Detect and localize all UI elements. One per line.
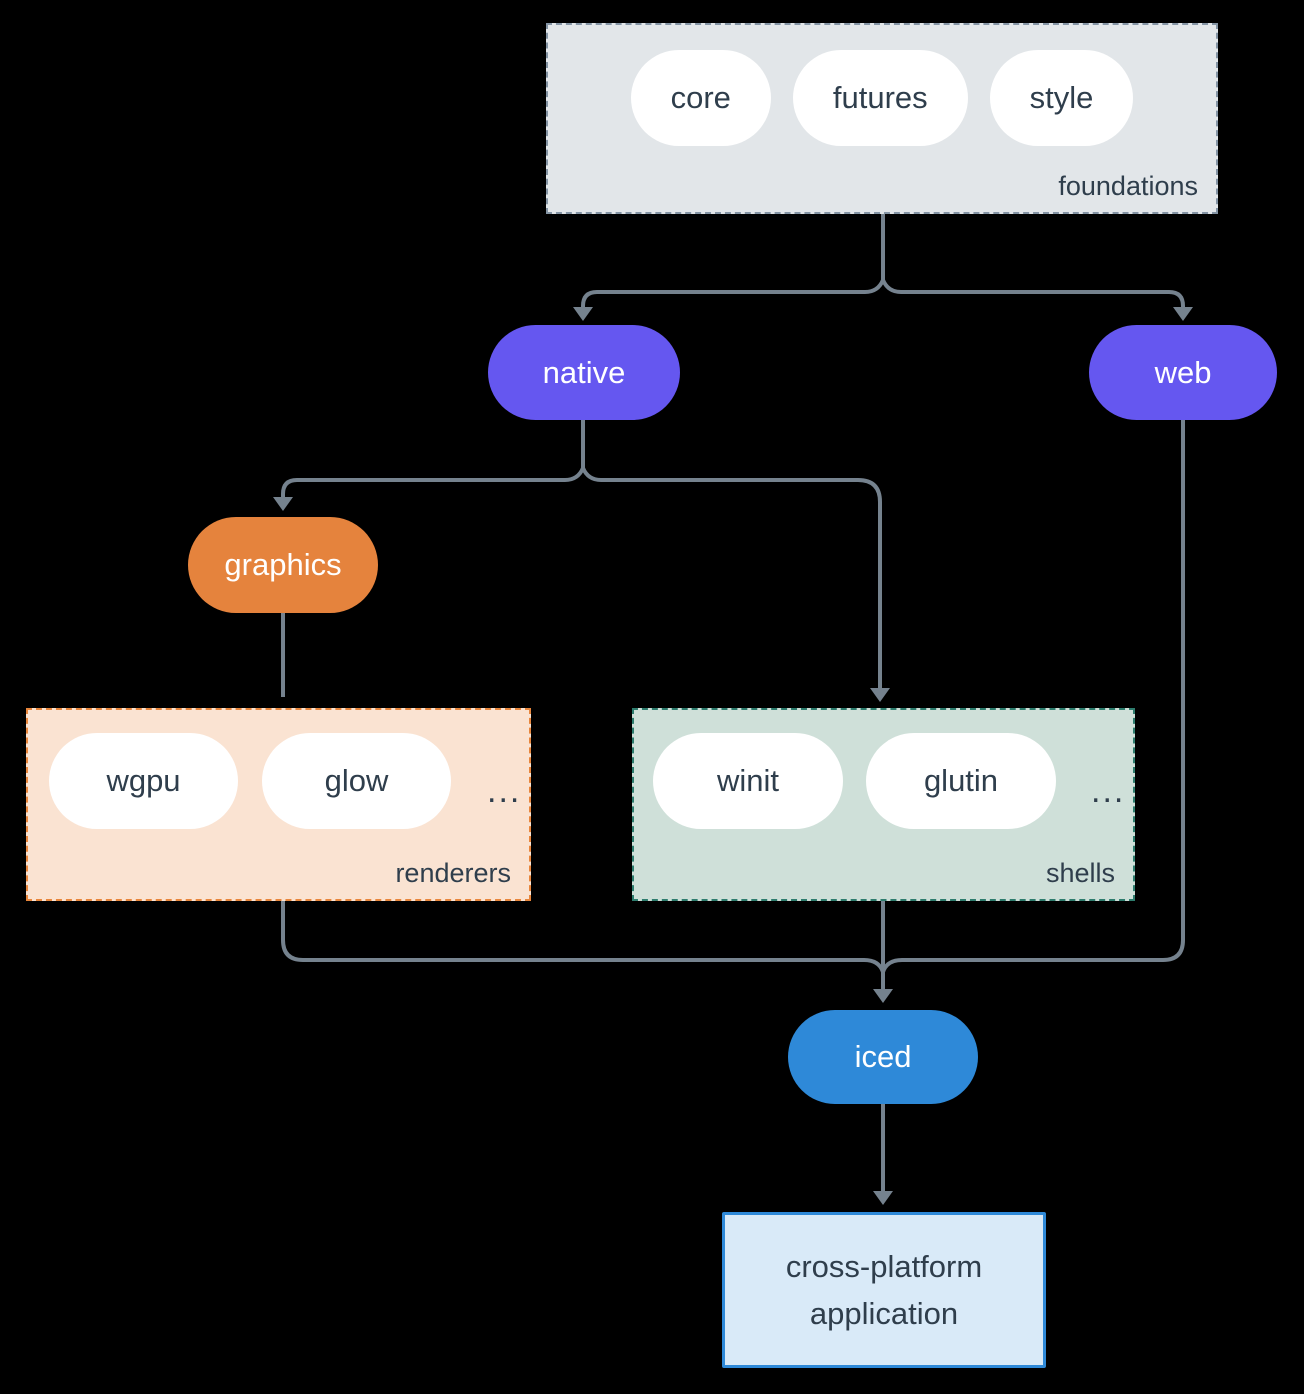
edge-native-shells (581, 467, 882, 688)
group-renderers: wgpu glow ... renderers (26, 708, 531, 901)
arrowhead-iced (873, 989, 893, 1003)
edge-foundations-web (881, 279, 1185, 308)
arrowhead-native (573, 307, 593, 321)
node-iced: iced (788, 1010, 978, 1104)
node-futures: futures (792, 50, 968, 146)
node-glutin: glutin (866, 733, 1056, 829)
node-web: web (1089, 325, 1277, 420)
edge-native-graphics (281, 467, 585, 497)
node-graphics: graphics (188, 517, 378, 613)
node-style: style (989, 50, 1134, 146)
arrowhead-web (1173, 307, 1193, 321)
edge-web-merge (881, 420, 1185, 973)
node-glow: glow (262, 733, 451, 829)
group-foundations: core futures style foundations (546, 23, 1218, 214)
node-application: cross-platform application (722, 1212, 1046, 1368)
node-wgpu: wgpu (49, 733, 238, 829)
group-label-renderers: renderers (395, 858, 511, 888)
renderers-pill-row: wgpu glow ... (28, 710, 529, 829)
foundations-pill-row: core futures style (548, 25, 1216, 146)
group-label-shells: shells (1045, 858, 1115, 888)
arrowhead-shells (870, 688, 890, 702)
group-label-foundations: foundations (1058, 171, 1198, 201)
node-native: native (488, 325, 680, 420)
renderers-ellipsis: ... (487, 771, 522, 810)
arrowhead-graphics (273, 497, 293, 511)
node-core: core (630, 50, 771, 146)
node-winit: winit (653, 733, 843, 829)
shells-ellipsis: ... (1091, 771, 1126, 810)
arrowhead-application (873, 1191, 893, 1205)
group-shells: winit glutin ... shells (632, 708, 1135, 901)
shells-pill-row: winit glutin ... (634, 710, 1133, 829)
edge-renderers-merge (281, 901, 885, 973)
edge-foundations-native (581, 279, 885, 308)
